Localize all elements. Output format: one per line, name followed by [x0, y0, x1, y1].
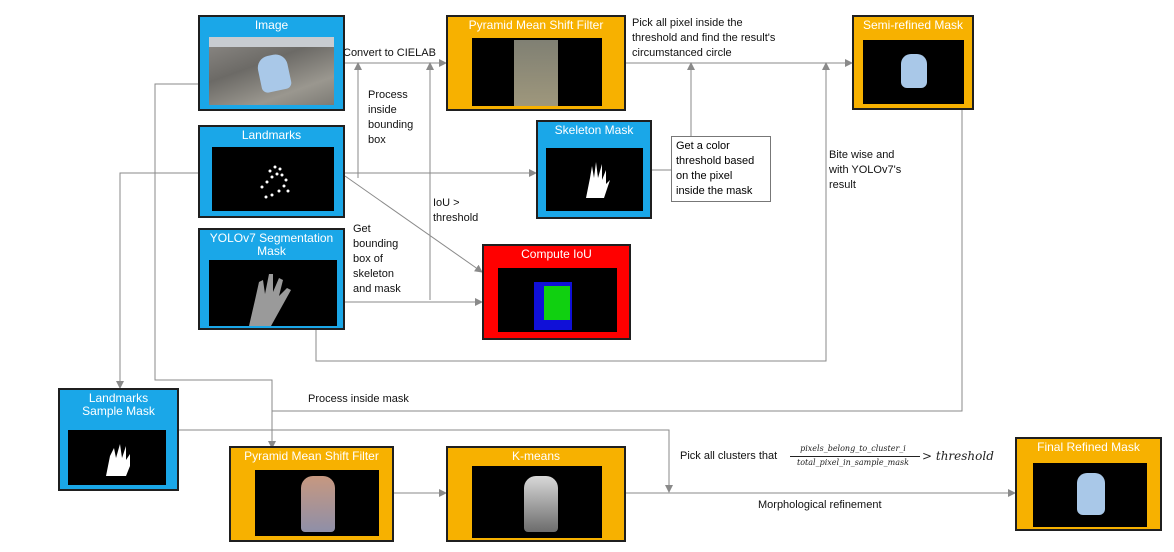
pmsf-top-node: Pyramid Mean Shift Filter	[446, 15, 626, 111]
final-refined-node: Final Refined Mask	[1015, 437, 1162, 531]
pmsf-bottom-screen	[255, 470, 379, 536]
final-glove-icon	[1077, 473, 1105, 515]
cluster-hand-icon	[524, 476, 558, 532]
skeleton-mask-node: Skeleton Mask	[536, 120, 652, 219]
landmarks-sample-node-title: Landmarks Sample Mask	[82, 391, 155, 418]
pmsf-bottom-node-title: Pyramid Mean Shift Filter	[244, 449, 379, 463]
edge-landmarks-to-iou	[344, 175, 483, 273]
sample-hand-icon	[106, 444, 130, 476]
glove-mask-icon	[901, 54, 927, 88]
image-photo	[209, 37, 334, 105]
edge-semi-down	[272, 110, 963, 412]
edge-image-to-pmsf-bottom	[154, 83, 276, 449]
landmarks-node: Landmarks	[198, 125, 345, 218]
pmsf-bottom-node: Pyramid Mean Shift Filter	[229, 446, 394, 542]
yolo-mask-screen	[209, 260, 337, 326]
label-color-threshold: Get a color threshold based on the pixel…	[671, 136, 771, 202]
landmarks-sample-screen	[68, 430, 166, 485]
semi-refined-screen	[863, 40, 964, 104]
filtered-hand-icon	[301, 476, 335, 532]
compute-iou-node: Compute IoU	[482, 244, 631, 340]
edge-yolo-bitwise	[315, 62, 830, 362]
label-bitwise: Bite wise and with YOLOv7's result	[829, 149, 902, 191]
edge-landmarks-to-sample	[116, 172, 198, 389]
landmarks-screen	[212, 147, 334, 211]
filtered-image-icon	[514, 40, 558, 106]
semi-refined-node-title: Semi-refined Mask	[862, 18, 964, 32]
edge-sample-to-clusters	[179, 429, 673, 493]
pmsf-top-node-title: Pyramid Mean Shift Filter	[468, 18, 604, 32]
kmeans-node-title: K-means	[511, 449, 561, 463]
image-node: Image	[198, 15, 345, 111]
label-convert: Convert to CIELAB	[343, 47, 436, 59]
iou-green-box	[544, 286, 570, 320]
formula-denominator: total_pixel_in_sample_mask	[797, 458, 909, 467]
pmsf-top-screen	[472, 38, 602, 106]
formula-fraction-bar	[790, 456, 920, 457]
label-iou-threshold: IoU > threshold	[433, 197, 479, 224]
landmarks-node-title: Landmarks	[241, 128, 302, 142]
label-morph: Morphological refinement	[758, 499, 882, 511]
skeleton-mask-screen	[546, 148, 643, 211]
kmeans-screen	[472, 466, 602, 538]
yolo-mask-node-title: YOLOv7 Segmentation Mask	[209, 231, 334, 258]
formula-relation: > threshold	[922, 449, 994, 463]
landmark-points-icon	[260, 165, 290, 199]
skeleton-mask-node-title: Skeleton Mask	[554, 123, 634, 137]
glove-icon	[255, 52, 293, 94]
final-refined-screen	[1033, 463, 1147, 527]
label-process-mask: Process inside mask	[308, 393, 409, 405]
final-refined-node-title: Final Refined Mask	[1037, 440, 1140, 454]
hand-silhouette-icon	[249, 274, 291, 326]
compute-iou-screen	[498, 268, 617, 332]
compute-iou-node-title: Compute IoU	[521, 247, 592, 261]
landmarks-sample-node: Landmarks Sample Mask	[58, 388, 179, 491]
label-process-bbox: Process inside bounding box	[368, 89, 414, 146]
yolo-mask-node: YOLOv7 Segmentation Mask	[198, 228, 345, 330]
label-get-bbox: Get bounding box of skeleton and mask	[353, 223, 401, 295]
kmeans-node: K-means	[446, 446, 626, 542]
image-node-title: Image	[254, 18, 289, 32]
label-pick-all-pixel: Pick all pixel inside the threshold and …	[632, 17, 776, 59]
formula-numerator: pixels_belong_to_cluster_i	[800, 444, 906, 453]
label-pick-clusters: Pick all clusters that	[680, 450, 778, 462]
skeleton-hand-icon	[586, 162, 610, 198]
semi-refined-node: Semi-refined Mask	[852, 15, 974, 110]
